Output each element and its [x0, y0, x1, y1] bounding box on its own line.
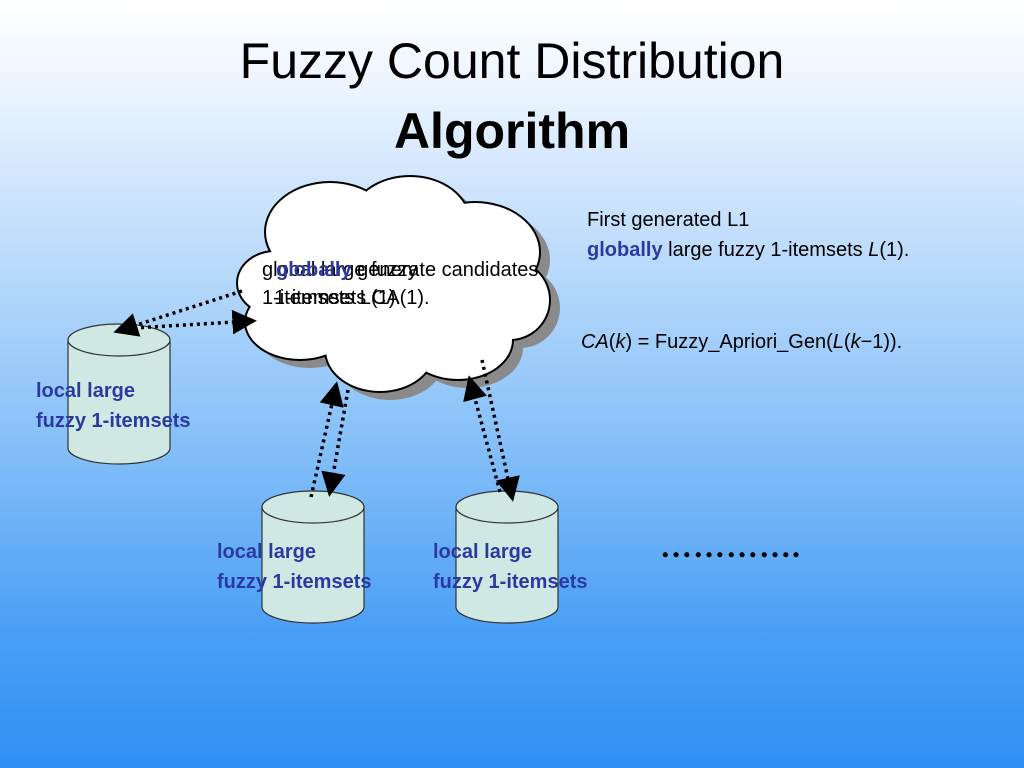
ca-L: L [832, 331, 844, 353]
cloud-globally-emph: globally [276, 259, 352, 281]
db-label-3: local large fuzzy 1-itemsets [433, 537, 588, 597]
db-label-2-line2: fuzzy 1-itemsets [217, 571, 372, 593]
cloud-text-candidates-line2: 1-itemsets CA(1). [274, 287, 430, 309]
ca-paren-open2: ( [843, 331, 851, 353]
ca-var: CA [581, 331, 609, 353]
ellipsis-more-databases: …………. [660, 528, 801, 564]
ca-k2: k [850, 331, 861, 353]
arrow-cloud-to-db3 [480, 359, 520, 502]
note-global-itemsets: globally large fuzzy 1-itemsets L(1). [587, 235, 909, 265]
db-label-2-line1: local large [217, 541, 316, 563]
db-label-2: local large fuzzy 1-itemsets [217, 537, 372, 597]
database-cylinder-1 [67, 323, 171, 465]
ca-end: −1)). [860, 331, 903, 353]
cloud-shape [238, 177, 549, 391]
arrow-cloud-to-db2 [321, 389, 350, 497]
note-itemsets-text: large fuzzy 1-itemsets [662, 239, 869, 261]
ca-paren-open: ( [608, 331, 616, 353]
db-label-1-line1: local large [36, 380, 135, 402]
arrow-db3-to-cloud [463, 375, 502, 493]
db-label-3-line2: fuzzy 1-itemsets [433, 571, 588, 593]
note-globally-emph: globally [587, 239, 663, 261]
ca-func: ) = Fuzzy_Apriori_Gen( [625, 331, 833, 353]
arrow-cloud-to-db1 [113, 289, 243, 337]
cloud-generate-text: generate candidates [351, 259, 539, 281]
cloud-text-global-line2: 1-itemsets L(1). [262, 287, 401, 309]
slide-title-line1: Fuzzy Count Distribution [239, 33, 785, 89]
note-first-generated: First generated L1 [587, 209, 750, 231]
note-ca-formula: CA(k) = Fuzzy_Apriori_Gen(L(k−1)). [581, 327, 902, 357]
cloud-text-global-line1: global large fuzzy [262, 259, 418, 281]
arrow-db2-to-cloud [309, 381, 344, 498]
note-L-end: (1). [879, 239, 910, 261]
database-cylinder-3 [455, 490, 559, 624]
cloud-text-candidates-line1: globally generate candidates [276, 256, 538, 284]
db-label-3-line1: local large [433, 541, 532, 563]
ca-k: k [615, 331, 626, 353]
db-label-1: local large fuzzy 1-itemsets [36, 376, 191, 436]
note-L-var: L [868, 239, 880, 261]
database-cylinder-2 [261, 490, 365, 624]
db-label-1-line2: fuzzy 1-itemsets [36, 410, 191, 432]
slide-title-line2: Algorithm [393, 103, 631, 159]
arrow-db1-to-cloud [133, 309, 257, 335]
